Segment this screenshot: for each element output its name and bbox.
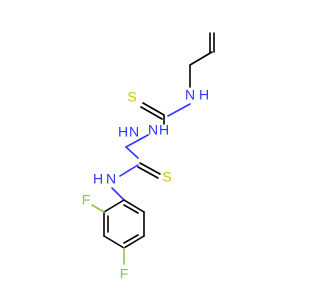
allyl-vinyl-bond [189, 51, 213, 66]
atom-label-h-hydrazine-lower: H [118, 124, 128, 140]
aromatic-inner-bond-3 [123, 204, 139, 214]
atom-label-f-ortho: F [82, 192, 91, 208]
aryl-n-c1-bond [111, 187, 125, 201]
molecule-structure-diagram: N H S N H N H N H S F F [81, 32, 215, 282]
upper-thiourea-n-c-bond [167, 103, 191, 117]
atom-label-h-aryl: H [93, 171, 103, 187]
hydrazine-n-n-bond [125, 134, 149, 148]
atom-label-h-allyl: H [199, 87, 209, 103]
atom-label-n-hydrazine-upper: N [148, 122, 158, 138]
upper-thiocarbonyl-bond-b [140, 106, 163, 120]
lower-hydrazine-n-c-bond [125, 146, 139, 159]
ring-c3-c4-bond [103, 235, 125, 249]
atom-label-s-lower: S [162, 169, 171, 185]
ring-c4-c5-bond [123, 235, 145, 249]
lower-thiourea-c-n-bond [119, 164, 139, 177]
lower-thiocarbonyl-bond-a [139, 162, 161, 175]
atom-label-n-allyl: N [185, 87, 195, 103]
lower-thiocarbonyl-bond-b [137, 166, 159, 179]
atom-label-s-upper: S [127, 89, 136, 105]
ortho-fluorine-bond [91, 204, 105, 213]
atom-label-n-hydrazine-lower: N [129, 124, 139, 140]
ring-c6-c1-bond [123, 199, 145, 213]
aromatic-inner-bond-2 [123, 234, 139, 244]
upper-thiocarbonyl-bond-a [142, 102, 165, 116]
atom-label-n-aryl: N [106, 171, 116, 187]
atom-label-h-hydrazine-upper: H [159, 122, 169, 138]
atom-label-f-para: F [120, 266, 129, 282]
ring-c1-c2-bond [103, 199, 125, 213]
